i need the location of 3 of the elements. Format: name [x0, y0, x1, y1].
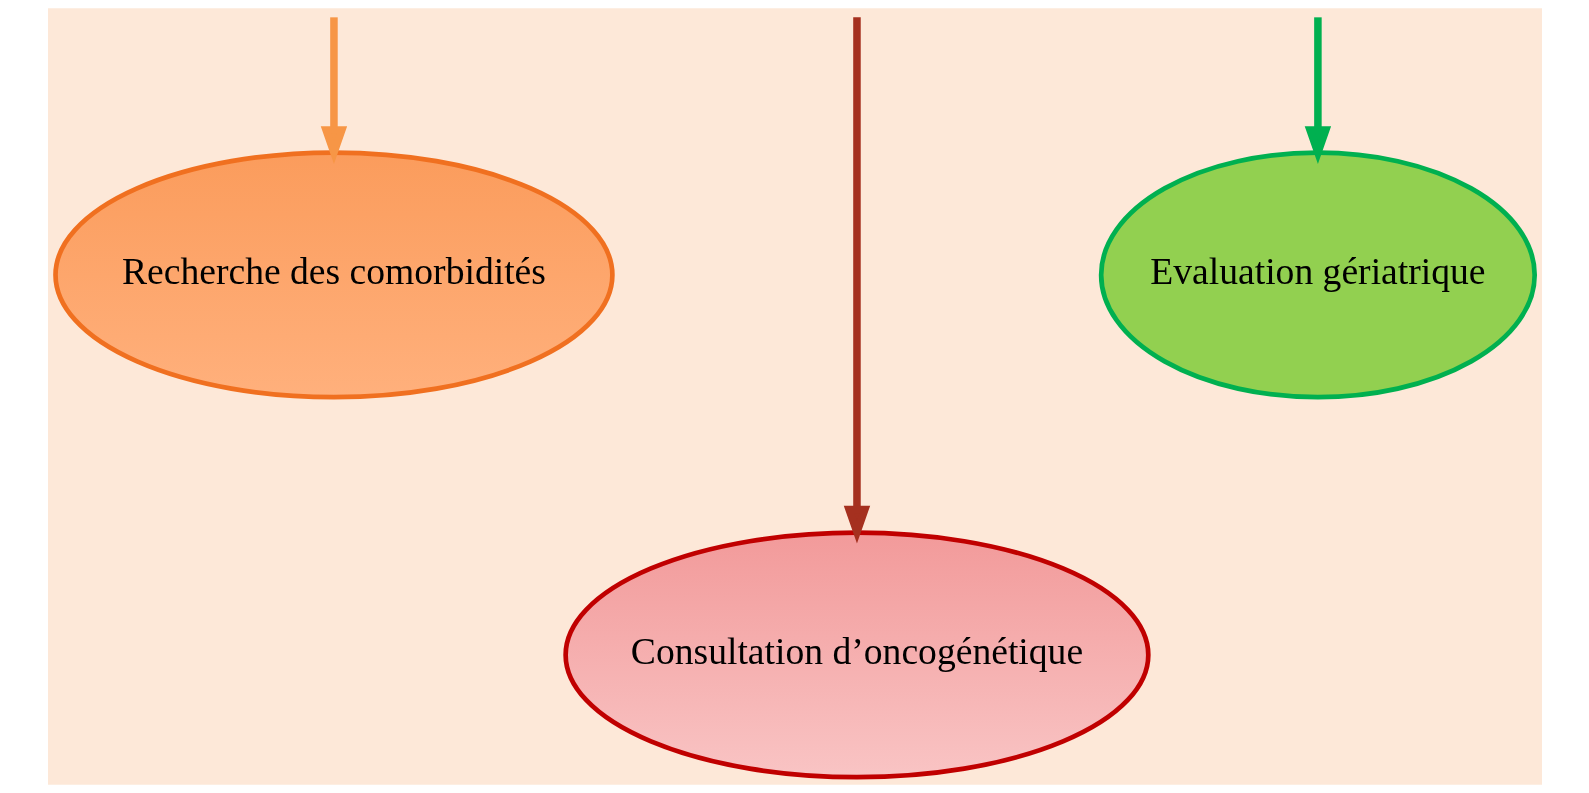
node-ellipse: Evaluation gériatrique: [1098, 150, 1537, 400]
node-ellipse: Recherche des comorbidités: [52, 150, 615, 400]
node-ellipse: Consultation d’oncogénétique: [562, 530, 1151, 780]
